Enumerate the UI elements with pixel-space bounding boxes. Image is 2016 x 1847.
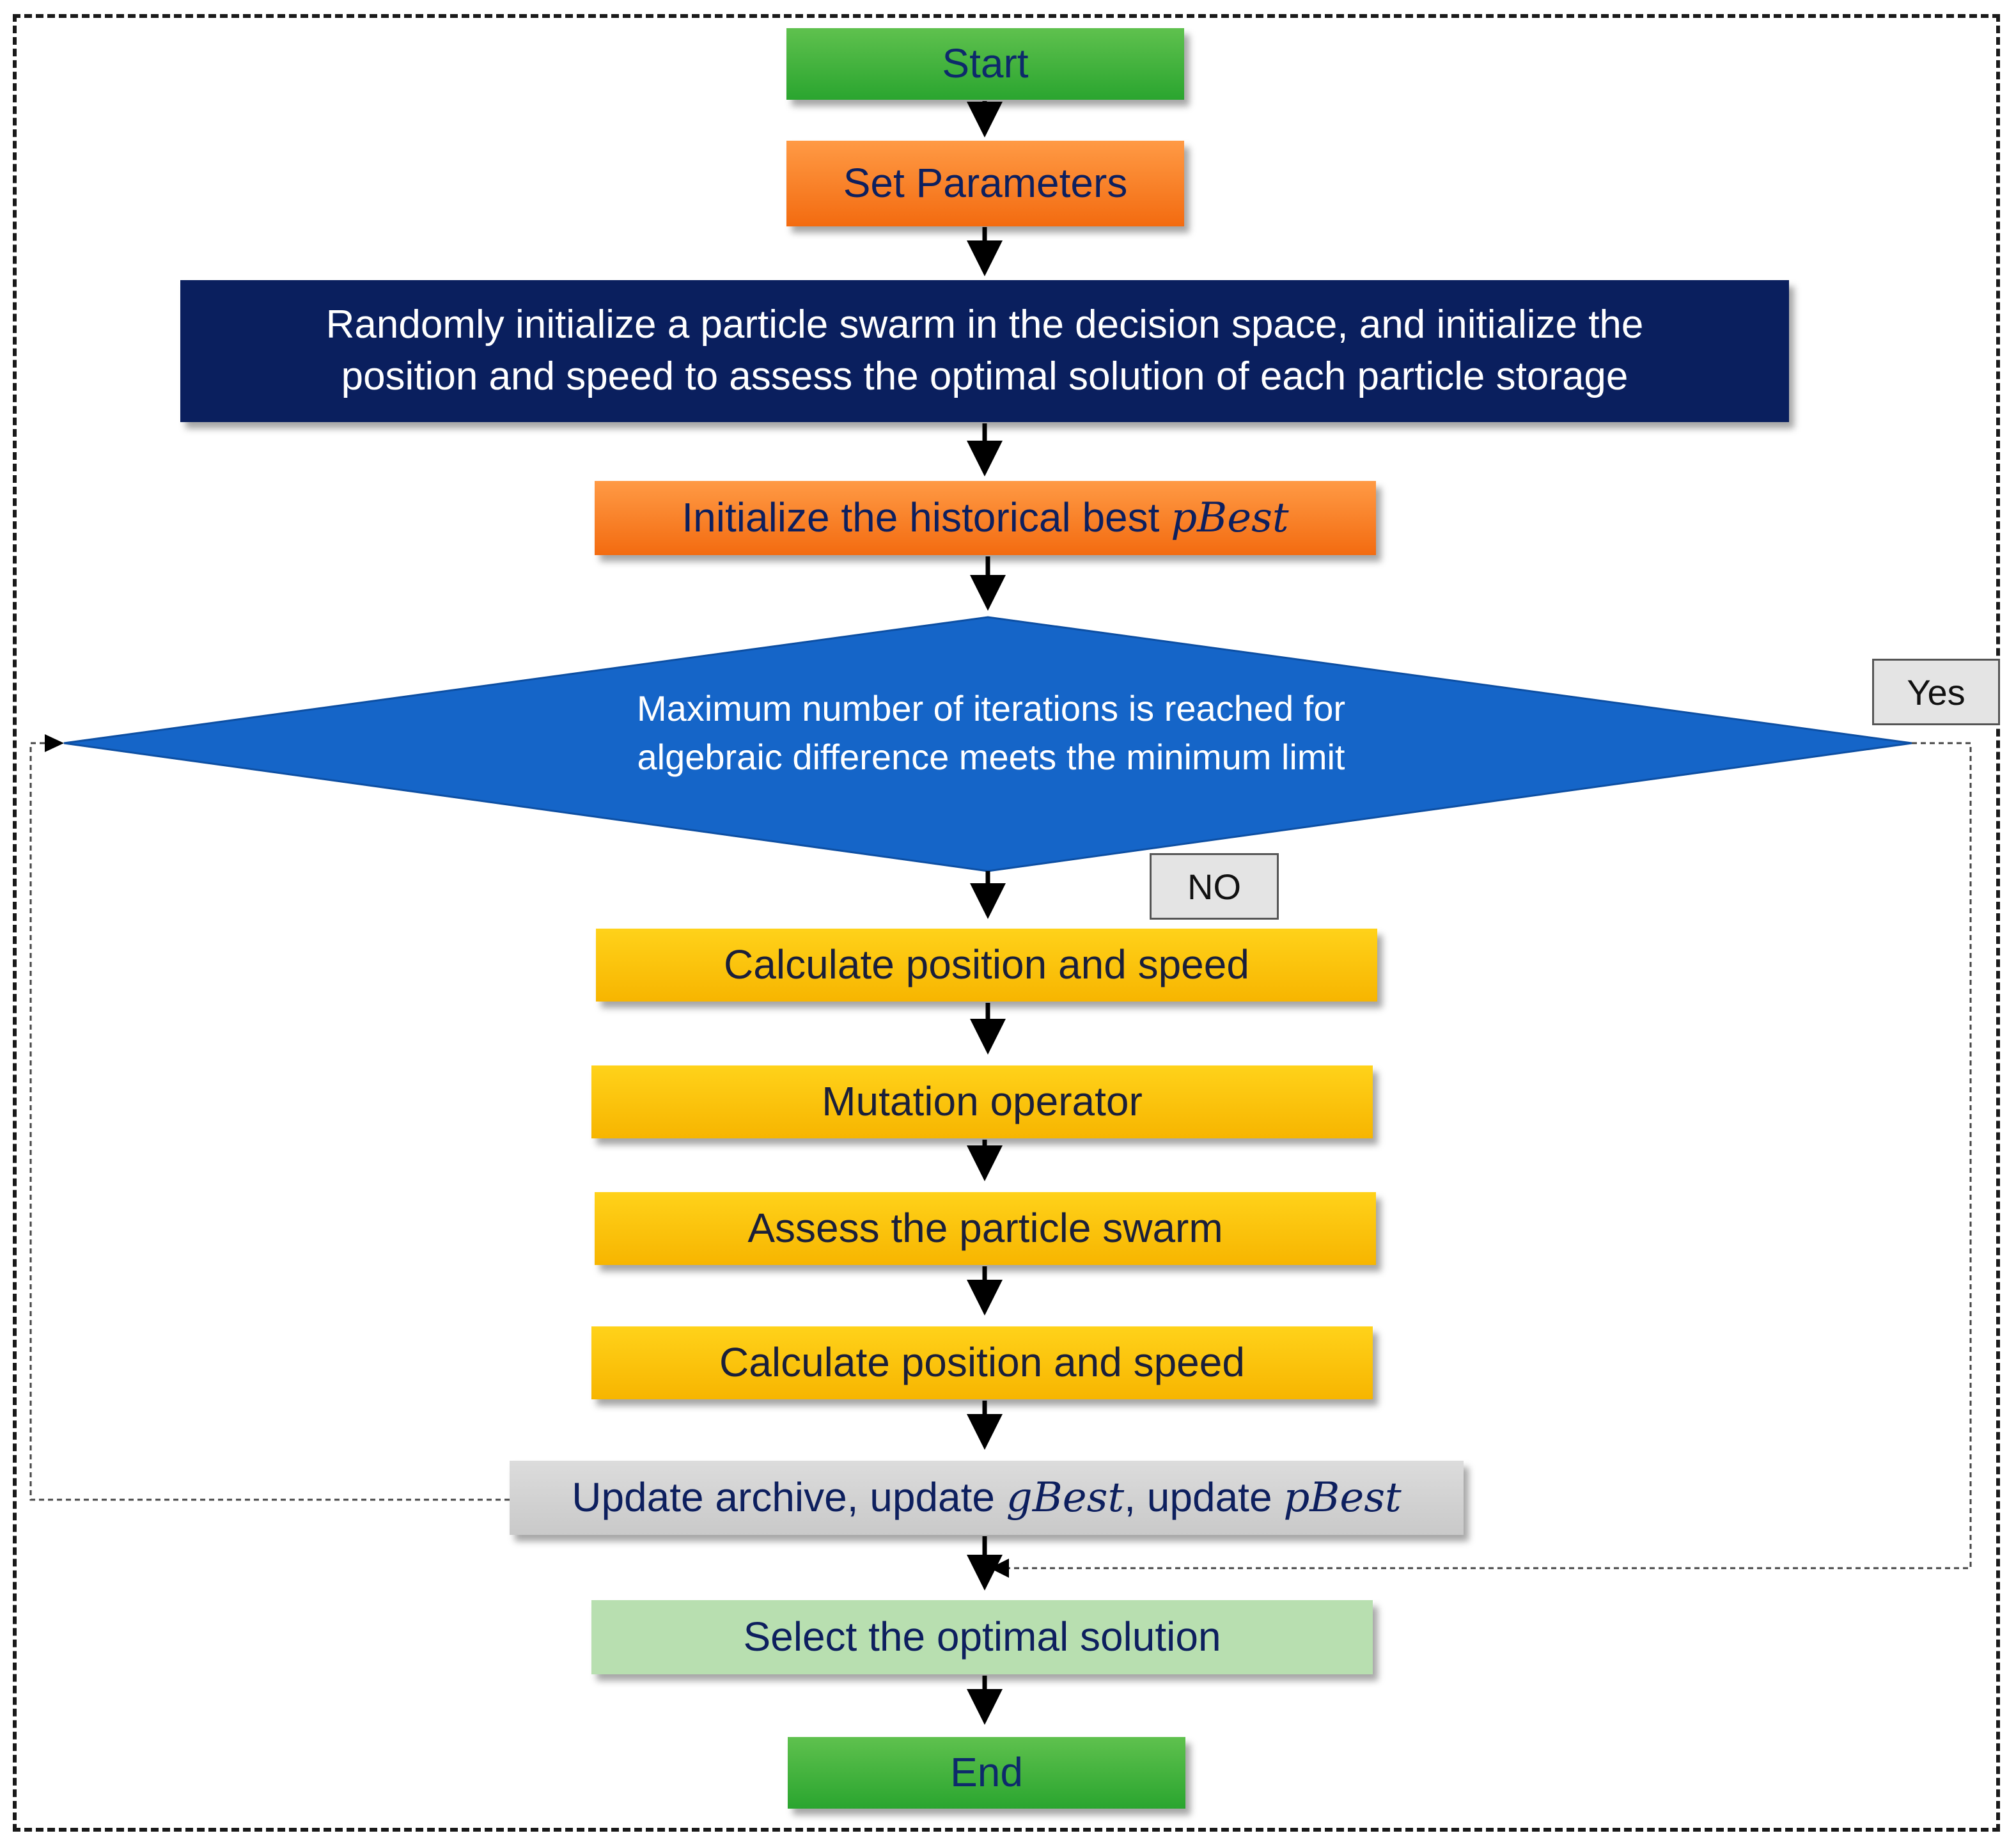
update-archive-label: Update archive, update gBest, update pBe… <box>572 1471 1402 1525</box>
update-archive-text: Update archive, update <box>572 1474 1006 1520</box>
assess-swarm-node: Assess the particle swarm <box>595 1192 1376 1265</box>
start-node: Start <box>786 28 1184 100</box>
end-node: End <box>788 1737 1185 1809</box>
update-separator-text: , update <box>1124 1474 1284 1520</box>
mutation-operator-label: Mutation operator <box>822 1078 1143 1125</box>
decision-line-2: algebraic difference meets the minimum l… <box>637 736 1345 777</box>
end-label: End <box>950 1749 1023 1796</box>
assess-swarm-label: Assess the particle swarm <box>747 1205 1223 1252</box>
select-optimal-solution-node: Select the optimal solution <box>591 1600 1373 1674</box>
calculate-position-speed-node-2: Calculate position and speed <box>591 1326 1373 1399</box>
gbest-variable: gBest <box>1006 1474 1125 1521</box>
initialize-pbest-node: Initialize the historical best pBest <box>595 481 1376 555</box>
decision-line-1: Maximum number of iterations is reached … <box>637 688 1345 728</box>
decision-text: Maximum number of iterations is reached … <box>524 684 1458 781</box>
yes-label: Yes <box>1872 659 2000 725</box>
initialize-swarm-node: Randomly initialize a particle swarm in … <box>180 280 1789 422</box>
loop-back-arrowhead <box>45 734 64 752</box>
pbest-update-variable: pBest <box>1283 1474 1402 1521</box>
select-optimal-solution-label: Select the optimal solution <box>743 1614 1221 1660</box>
calculate-position-speed-label-2: Calculate position and speed <box>719 1339 1245 1386</box>
initialize-swarm-line-1: Randomly initialize a particle swarm in … <box>325 303 1644 347</box>
no-label: NO <box>1150 853 1279 920</box>
calculate-position-speed-label-1: Calculate position and speed <box>724 941 1249 988</box>
yes-branch-arrowhead <box>990 1559 1009 1578</box>
initialize-pbest-label: Initialize the historical best pBest <box>682 491 1288 545</box>
start-label: Start <box>942 40 1029 87</box>
set-parameters-node: Set Parameters <box>786 141 1184 226</box>
initialize-pbest-text: Initialize the historical best <box>682 494 1171 540</box>
set-parameters-label: Set Parameters <box>843 160 1128 207</box>
loop-back-connector <box>29 742 510 1501</box>
initialize-swarm-line-2: position and speed to assess the optimal… <box>341 354 1629 398</box>
yes-branch-connector <box>997 742 1972 1569</box>
pbest-variable: pBest <box>1171 494 1289 542</box>
mutation-operator-node: Mutation operator <box>591 1065 1373 1138</box>
calculate-position-speed-node-1: Calculate position and speed <box>596 929 1377 1002</box>
dashed-border-frame <box>13 14 2000 1832</box>
update-archive-node: Update archive, update gBest, update pBe… <box>510 1461 1464 1535</box>
